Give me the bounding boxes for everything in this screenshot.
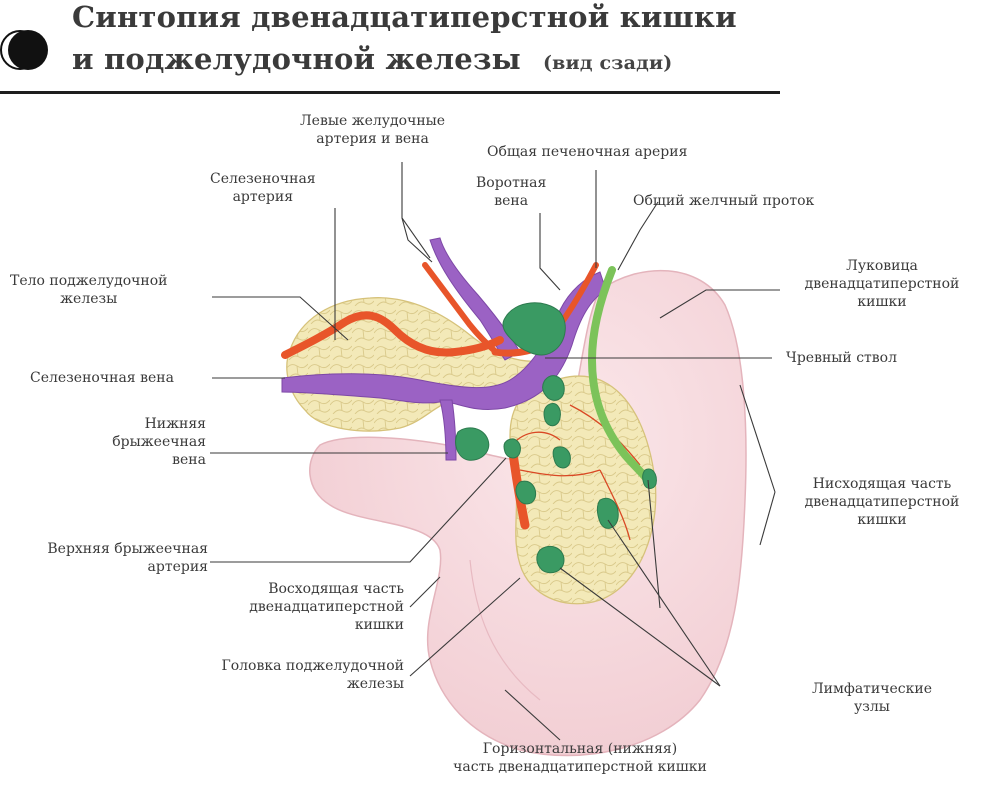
label-celiac-trunk: Чревный ствол	[786, 349, 897, 367]
sma-branches	[511, 404, 641, 541]
label-lymph-line2: узлы	[854, 699, 890, 715]
label-splenic-artery: Селезеночная артерия	[210, 170, 316, 206]
label-splenic-vein-line1: Селезеночная вена	[30, 370, 174, 386]
label-bile-duct-line1: Общий желчный проток	[633, 193, 815, 209]
leader-head	[409, 577, 521, 677]
label-common-bile-duct: Общий желчный проток	[633, 192, 814, 210]
label-horizontal-duodenum: Горизонтальная (нижняя) часть двенадцати…	[405, 740, 755, 776]
lymph-node	[503, 438, 521, 459]
label-imv-line2: брыжеечная	[112, 434, 206, 450]
leader-lymph-2	[607, 519, 721, 687]
page-title-line1: Синтопия двенадцатиперстной кишки	[72, 0, 737, 34]
page-title-line2: и поджелудочной железы (вид сзади)	[72, 42, 672, 76]
lymph-node	[515, 480, 537, 505]
label-bulb-line3: кишки	[857, 294, 907, 310]
label-imv: Нижняя брыжеечная вена	[80, 415, 206, 469]
leader-portal	[539, 213, 561, 291]
lymph-node	[455, 427, 490, 461]
label-ascending-line1: Восходящая часть	[268, 581, 404, 597]
label-lymph-line1: Лимфатические	[811, 681, 933, 697]
lymph-nodes-group	[455, 302, 657, 574]
label-splenic-artery-line1: Селезеночная	[210, 171, 316, 187]
label-bulb-line2: двенадцатиперстной	[804, 276, 960, 292]
label-duodenal-bulb: Луковица двенадцатиперстной кишки	[782, 257, 982, 311]
label-sma: Верхняя брыжеечная артерия	[2, 540, 208, 576]
label-lymph-nodes: Лимфатические узлы	[772, 680, 972, 716]
leader-left-gastric	[401, 162, 431, 259]
label-sma-line1: Верхняя брыжеечная	[47, 541, 208, 557]
label-descending-line2: двенадцатиперстной	[804, 494, 960, 510]
label-descending-line3: кишки	[857, 512, 907, 528]
lymph-node	[596, 497, 619, 529]
lymph-node	[543, 403, 561, 427]
leader-lymph-3	[647, 479, 661, 609]
lymph-node	[642, 468, 657, 489]
logo-dot-icon	[8, 30, 48, 70]
label-imv-line1: Нижняя	[144, 416, 206, 432]
lymph-node	[536, 545, 565, 574]
label-portal-line1: Воротная	[476, 175, 547, 191]
label-common-hepatic-artery: Общая печеночная арерия	[487, 143, 687, 161]
label-horizontal-line2: часть двенадцатиперстной кишки	[453, 759, 707, 775]
label-ascending-line2: двенадцатиперстной	[249, 599, 404, 615]
label-pancreas-body-line1: Тело поджелудочной	[10, 273, 168, 289]
label-left-gastric-line2: артерия и вена	[316, 131, 429, 147]
splenic-vein	[281, 271, 607, 410]
label-descending-line1: Нисходящая часть	[812, 476, 952, 492]
lymph-node	[542, 375, 565, 401]
label-left-gastric: Левые желудочные артерия и вена	[300, 112, 445, 148]
leader-bulb	[659, 289, 780, 319]
leader-lymph-1	[559, 567, 721, 687]
label-pancreas-body-line2: железы	[60, 291, 118, 307]
leader-bile-duct	[617, 201, 659, 271]
leader-left-gastric-2	[401, 217, 433, 263]
leader-horizontal	[504, 689, 561, 741]
leader-descending-2	[759, 491, 776, 546]
lymph-node	[552, 446, 571, 469]
label-pancreas-body: Тело поджелудочной железы	[10, 272, 167, 308]
label-portal-vein: Воротная вена	[476, 174, 546, 210]
label-imv-line3: вена	[172, 452, 206, 468]
leader-sma	[210, 457, 507, 563]
label-pancreas-head: Головка поджелудочной железы	[170, 657, 404, 693]
splenic-artery	[281, 311, 504, 359]
leader-descending	[739, 384, 776, 493]
inferior-mesenteric-vein	[439, 399, 457, 461]
label-ascending-line3: кишки	[354, 617, 404, 633]
label-pancreas-head-line2: железы	[346, 676, 404, 692]
leader-lines	[210, 162, 780, 741]
label-descending-duodenum: Нисходящая часть двенадцатиперстной кишк…	[776, 475, 988, 529]
label-celiac-line1: Чревный ствол	[786, 350, 897, 366]
left-gastric-artery	[422, 262, 499, 355]
title-rule	[0, 91, 780, 94]
label-splenic-artery-line2: артерия	[232, 189, 294, 205]
label-common-hepatic-line1: Общая печеночная арерия	[487, 144, 688, 160]
label-portal-line2: вена	[494, 193, 529, 209]
label-ascending-duodenum: Восходящая часть двенадцатиперстной кишк…	[210, 580, 404, 634]
leader-ascending	[409, 576, 441, 608]
label-left-gastric-line1: Левые желудочные	[300, 113, 446, 129]
label-splenic-vein: Селезеночная вена	[30, 369, 174, 387]
label-bulb-line1: Луковица	[846, 258, 918, 274]
page-title-line2-text: и поджелудочной железы	[72, 42, 521, 76]
duodenum-fold	[469, 559, 541, 701]
label-pancreas-head-line1: Головка поджелудочной	[221, 658, 404, 674]
leader-pancreas-body	[212, 296, 349, 341]
lymph-node	[502, 302, 566, 356]
label-horizontal-line1: Горизонтальная (нижняя)	[482, 741, 678, 757]
label-sma-line2: артерия	[147, 559, 208, 575]
common-bile-duct	[587, 266, 654, 489]
page-subtitle: (вид сзади)	[542, 52, 673, 74]
